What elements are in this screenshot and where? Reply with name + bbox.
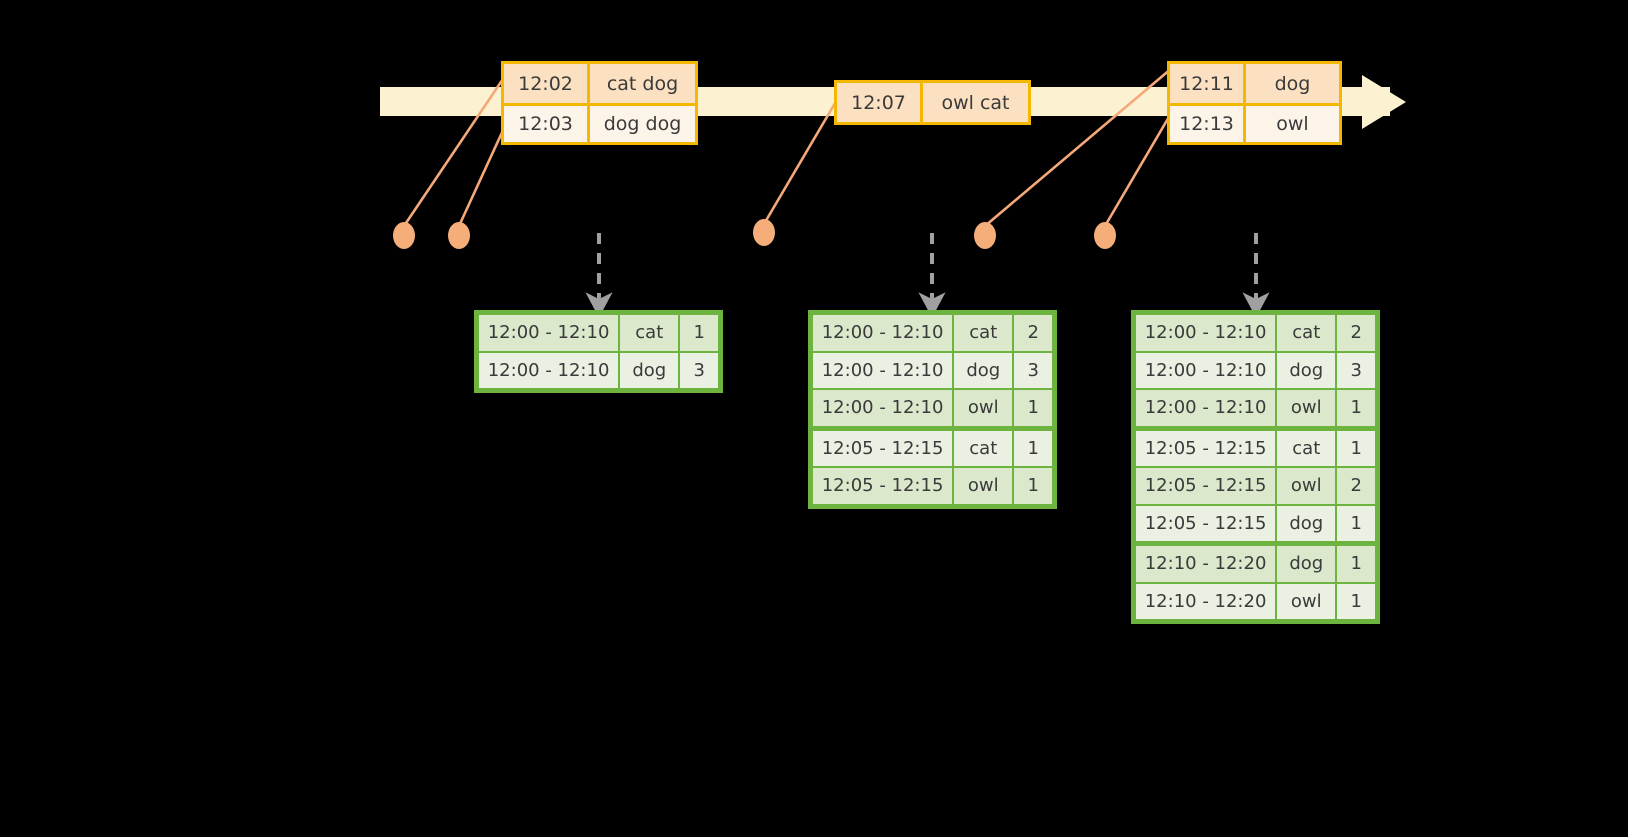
connector-1213	[1103, 109, 1175, 227]
cell-count: 1	[1337, 505, 1375, 541]
cell-count: 2	[1337, 468, 1375, 504]
event-time: 12:11	[1170, 64, 1246, 103]
connector-1203	[457, 125, 507, 227]
cell-word: dog	[1277, 352, 1336, 388]
event-row: 12:03 dog dog	[504, 103, 695, 142]
cell-count: 3	[1337, 352, 1375, 388]
cell-word: owl	[954, 468, 1013, 504]
event-row: 12:07 owl cat	[837, 83, 1028, 122]
window-group-separator	[1135, 542, 1376, 545]
cell-window: 12:05 - 12:15	[813, 468, 953, 504]
window-group-separator	[812, 426, 1053, 430]
event-row: 12:02 cat dog	[504, 64, 695, 103]
cell-word: dog	[954, 352, 1013, 388]
cell-window: 12:00 - 12:10	[1136, 352, 1276, 388]
cell-count: 1	[1014, 430, 1052, 466]
cell-window: 12:00 - 12:10	[813, 390, 953, 426]
cell-count: 1	[680, 315, 718, 351]
cell-word: owl	[1277, 583, 1336, 619]
cell-window: 12:00 - 12:10	[813, 315, 953, 351]
cell-window: 12:00 - 12:10	[1136, 315, 1276, 351]
dot-1202	[393, 222, 415, 249]
cell-word: cat	[620, 315, 679, 351]
cell-word: cat	[1277, 430, 1336, 466]
cell-count: 1	[1337, 390, 1375, 426]
cell-window: 12:00 - 12:10	[1136, 390, 1276, 426]
cell-window: 12:00 - 12:10	[479, 352, 619, 388]
cell-count: 3	[1014, 352, 1052, 388]
cell-count: 2	[1337, 315, 1375, 351]
event-box-2: 12:07 owl cat	[834, 80, 1031, 125]
cell-window: 12:00 - 12:10	[479, 315, 619, 351]
event-text: dog	[1246, 64, 1339, 103]
cell-count: 2	[1014, 315, 1052, 351]
event-time: 12:02	[504, 64, 590, 103]
event-row: 12:11 dog	[1170, 64, 1339, 103]
cell-count: 1	[1014, 390, 1052, 426]
cell-count: 1	[1014, 468, 1052, 504]
timeline-arrowhead-icon	[1362, 75, 1406, 129]
event-text: owl	[1246, 106, 1339, 142]
cell-word: owl	[954, 390, 1013, 426]
cell-word: dog	[1277, 505, 1336, 541]
cell-word: owl	[1277, 390, 1336, 426]
cell-window: 12:05 - 12:15	[1136, 468, 1276, 504]
cell-window: 12:05 - 12:15	[1136, 430, 1276, 466]
cell-word: cat	[954, 430, 1013, 466]
cell-word: owl	[1277, 468, 1336, 504]
dot-1213	[1094, 222, 1116, 249]
event-row: 12:13 owl	[1170, 103, 1339, 142]
event-time: 12:07	[837, 83, 923, 122]
cell-word: dog	[1277, 546, 1336, 582]
event-text: dog dog	[590, 106, 695, 142]
event-box-3: 12:11 dog 12:13 owl	[1167, 61, 1342, 145]
cell-word: cat	[1277, 315, 1336, 351]
event-time: 12:13	[1170, 106, 1246, 142]
cell-window: 12:05 - 12:15	[813, 430, 953, 466]
event-box-1: 12:02 cat dog 12:03 dog dog	[501, 61, 698, 145]
cell-count: 1	[1337, 430, 1375, 466]
window-group-separator	[1135, 426, 1376, 430]
cell-count: 1	[1337, 546, 1375, 582]
cell-window: 12:10 - 12:20	[1136, 546, 1276, 582]
cell-word: cat	[954, 315, 1013, 351]
cell-window: 12:05 - 12:15	[1136, 505, 1276, 541]
event-text: cat dog	[590, 64, 695, 103]
dot-1203	[448, 222, 470, 249]
event-text: owl cat	[923, 83, 1028, 122]
cell-count: 3	[680, 352, 718, 388]
cell-window: 12:10 - 12:20	[1136, 583, 1276, 619]
event-time: 12:03	[504, 106, 590, 142]
cell-word: dog	[620, 352, 679, 388]
dot-1207	[753, 219, 775, 246]
dot-1211	[974, 222, 996, 249]
cell-window: 12:00 - 12:10	[813, 352, 953, 388]
cell-count: 1	[1337, 583, 1375, 619]
